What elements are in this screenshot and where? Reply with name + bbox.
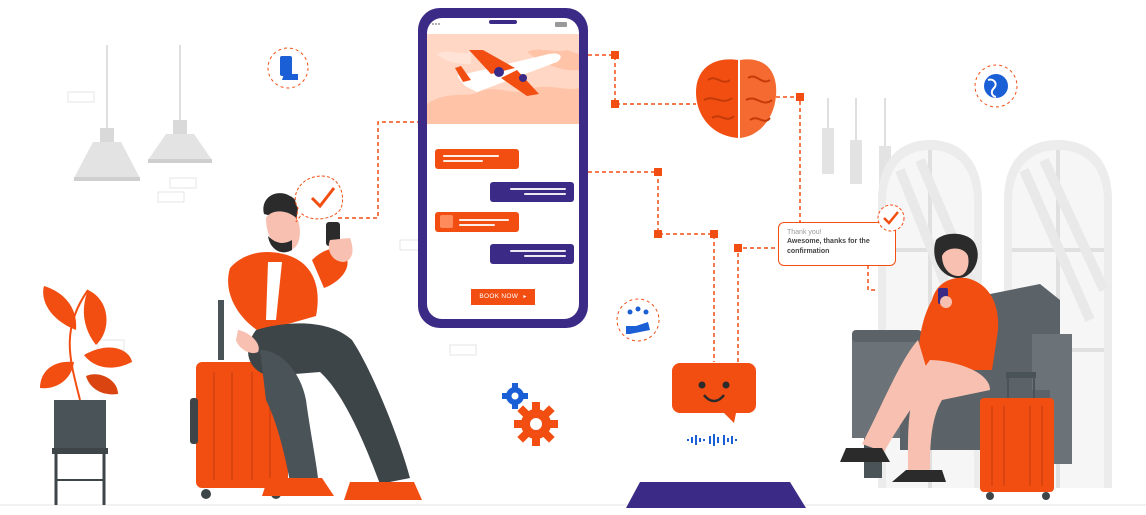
floor-rug: [626, 482, 806, 508]
airplane-icon: [427, 49, 579, 124]
check-icon: [877, 204, 905, 232]
phone-mockup: BOOK NOW ▸: [418, 8, 588, 328]
book-now-label: BOOK NOW: [479, 293, 519, 300]
book-now-button[interactable]: BOOK NOW ▸: [471, 289, 535, 305]
confirmation-text: Awesome, thanks for the confirmation: [787, 238, 870, 255]
pendant-lamps-left: [74, 45, 212, 181]
check-speech-bubble: [294, 175, 344, 223]
chat-thumbnail: [440, 215, 453, 228]
connector-nodes: [611, 51, 804, 252]
brain-icon: [696, 59, 777, 139]
chat-bubble-outgoing: [490, 182, 574, 202]
chat-bubble-incoming: [435, 149, 519, 169]
suitcase-right: [980, 372, 1054, 500]
potted-plant: [40, 286, 132, 505]
man-character: [228, 193, 422, 500]
phone-status-bar: [432, 20, 567, 27]
confirmation-greeting: Thank you!: [787, 229, 822, 236]
globe-icon: [974, 64, 1018, 108]
tablet-hand-icon: [267, 47, 309, 89]
chat-bubble-incoming: [435, 212, 519, 232]
pendant-lamps-right: [822, 98, 891, 192]
confirmation-message-card: Thank you! Awesome, thanks for the confi…: [778, 222, 896, 266]
suitcase-left: [190, 300, 288, 499]
gear-icon: [502, 383, 558, 446]
rating-hand-icon: [616, 298, 660, 342]
chat-bubble-outgoing: [490, 244, 574, 264]
flight-banner: [427, 34, 579, 124]
woman-character: [840, 233, 999, 482]
chevron-right-icon: ▸: [523, 294, 527, 300]
chatbot-icon: [672, 363, 756, 423]
phone-screen: BOOK NOW ▸: [427, 18, 579, 319]
voice-wave-icon: [687, 434, 737, 446]
